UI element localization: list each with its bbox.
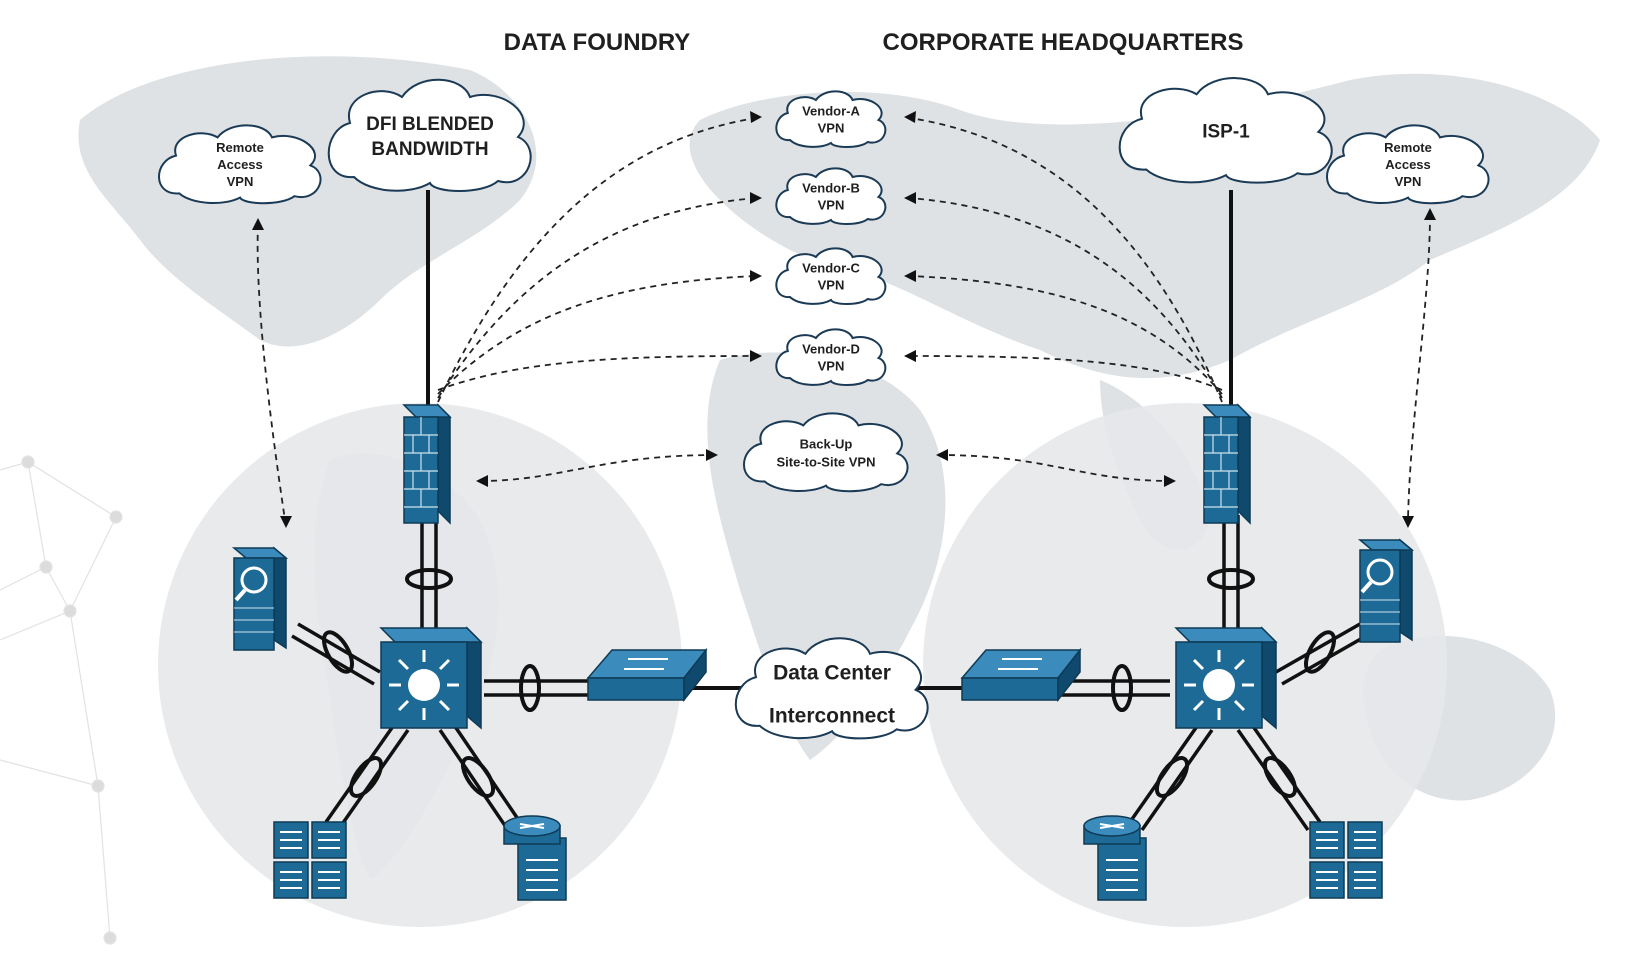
cloud-isp-1: ISP-1 [1118,77,1333,184]
cloud-backup-site-to-site-vpn-shape [742,412,909,493]
cloud-datacenter-interconnect-label-1: Data Center [773,661,891,684]
cloud-datacenter-interconnect-label-2: Interconnect [769,704,895,727]
bundle-ellipses [322,568,1336,798]
vpn-concentrator-right-icon[interactable] [1357,538,1415,643]
router-storage-left-icon[interactable] [503,815,567,901]
title-corporate-hq: CORPORATE HEADQUARTERS [883,29,1244,56]
cloud-backup-site-to-site-vpn-label-1: Back-Up [800,436,853,451]
cloud-dfi-blended-bandwidth-shape [327,78,532,192]
cloud-vendor-d-vpn-label-2: VPN [818,359,845,374]
cloud-backup-site-to-site-vpn-label-2: Site-to-Site VPN [777,454,876,469]
cloud-dfi-blended-bandwidth: DFI BLENDED BANDWIDTH [327,78,532,192]
vpn-concentrator-left-icon[interactable] [231,546,289,651]
switch-left-icon[interactable] [586,647,708,703]
decorative-node-network [0,455,123,945]
cloud-isp-1-shape [1118,77,1333,184]
router-storage-right-icon[interactable] [1083,815,1147,901]
server-stack-left-icon[interactable] [273,821,347,899]
cloud-remote-access-vpn-right-label-2: Access [1385,157,1431,172]
cloud-remote-access-vpn-left-label-3: VPN [227,174,254,189]
switch-right-icon[interactable] [960,647,1082,703]
cloud-vendor-a-vpn: Vendor-A VPN [775,90,887,148]
cloud-vendor-c-vpn-shape [775,247,887,305]
cloud-dfi-blended-bandwidth-label-2: BANDWIDTH [371,139,488,160]
cloud-vendor-b-vpn: Vendor-B VPN [775,167,887,225]
cloud-remote-access-vpn-right-label-3: VPN [1395,174,1422,189]
cloud-remote-access-vpn-left-label-2: Access [217,157,263,172]
cloud-vendor-b-vpn-shape [775,167,887,225]
clouds-layer: DFI BLENDEDBANDWIDTHRemoteAccessVPNISP-1… [158,77,1490,740]
cloud-vendor-d-vpn-label-1: Vendor-D [802,342,860,357]
core-switch-right-icon[interactable] [1174,626,1278,730]
cloud-vendor-b-vpn-label-1: Vendor-B [802,181,860,196]
cloud-vendor-c-vpn-label-1: Vendor-C [802,261,860,276]
cloud-dfi-blended-bandwidth-label-1: DFI BLENDED [366,114,494,135]
firewall-left-icon[interactable] [402,403,452,525]
cloud-remote-access-vpn-left-label-1: Remote [216,140,264,155]
vendor-vpn-links [256,117,1431,521]
firewall-right-icon[interactable] [1202,403,1252,525]
arrowheads [252,111,1436,528]
title-data-foundry: DATA FOUNDRY [504,29,691,56]
cloud-vendor-c-vpn: Vendor-C VPN [775,247,887,305]
cloud-remote-access-vpn-left-shape [158,124,322,205]
cloud-vendor-d-vpn-shape [775,328,887,386]
core-switch-left-icon[interactable] [379,626,483,730]
cloud-remote-access-vpn-right-label-1: Remote [1384,140,1432,155]
cloud-remote-access-vpn-right-shape [1326,124,1490,205]
cloud-vendor-a-vpn-shape [775,90,887,148]
cloud-vendor-d-vpn: Vendor-D VPN [775,328,887,386]
cloud-vendor-a-vpn-label-2: VPN [818,121,845,136]
server-stack-right-icon[interactable] [1309,821,1383,899]
cloud-vendor-a-vpn-label-1: Vendor-A [802,104,860,119]
cloud-vendor-c-vpn-label-2: VPN [818,278,845,293]
cloud-vendor-b-vpn-label-2: VPN [818,198,845,213]
cloud-datacenter-interconnect-shape [734,637,929,740]
cloud-isp-1-label-1: ISP-1 [1202,122,1250,143]
